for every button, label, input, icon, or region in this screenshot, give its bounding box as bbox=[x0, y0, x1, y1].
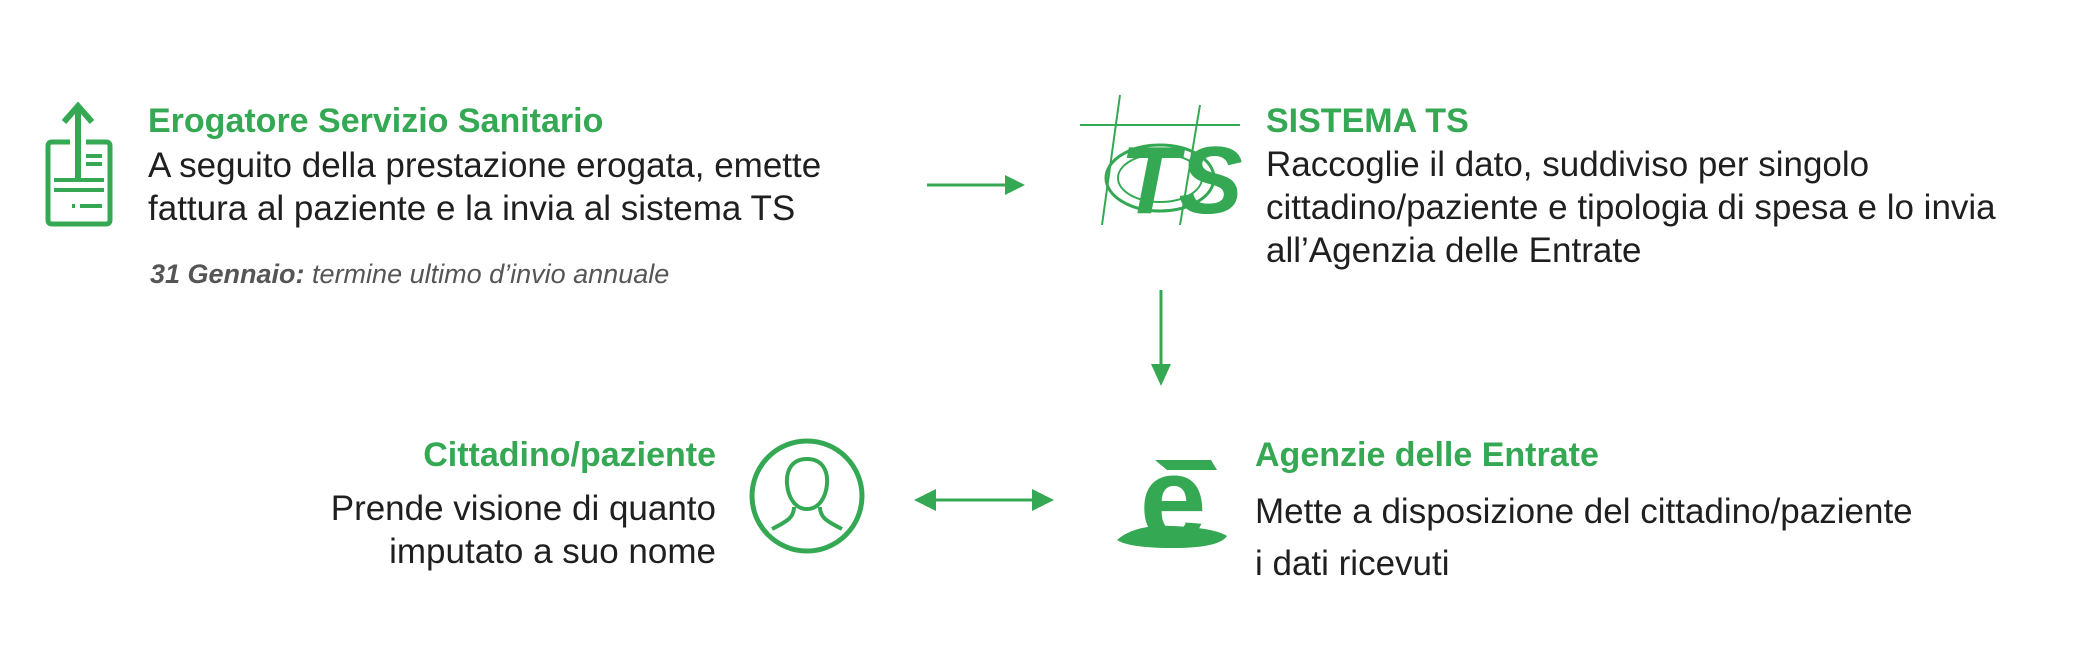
arrow-right-erogatore-to-ts bbox=[927, 175, 1025, 195]
erogatore-line-1: A seguito della prestazione erogata, eme… bbox=[148, 146, 822, 185]
sistema-ts-line-3: all’Agenzia delle Entrate bbox=[1266, 231, 1642, 270]
cittadino-description: Prende visione di quanto imputato a suo … bbox=[331, 487, 716, 573]
erogatore-line-2: fattura al paziente e la invia al sistem… bbox=[148, 189, 796, 228]
agenzia-entrate-logo: e bbox=[1117, 432, 1227, 566]
sistema-ts-logo: TS bbox=[1080, 94, 1243, 234]
deadline-text: termine ultimo d’invio annuale bbox=[304, 259, 670, 289]
document-upload-icon bbox=[45, 101, 113, 227]
arrow-both-cittadino-agenzia bbox=[914, 489, 1054, 511]
deadline-date: 31 Gennaio: bbox=[150, 259, 305, 289]
deadline-note: 31 Gennaio: termine ultimo d’invio annua… bbox=[150, 259, 669, 290]
agenzia-line-1: Mette a disposizione del cittadino/pazie… bbox=[1255, 492, 1913, 531]
cittadino-line-1: Prende visione di quanto bbox=[330, 489, 716, 528]
sistema-ts-line-2: cittadino/paziente e tipologia di spesa … bbox=[1266, 188, 1996, 227]
agenzia-title: Agenzie delle Entrate bbox=[1255, 436, 1599, 474]
sistema-ts-line-1: Raccoglie il dato, suddiviso per singolo bbox=[1266, 145, 1870, 184]
erogatore-description: A seguito della prestazione erogata, eme… bbox=[148, 144, 821, 230]
cittadino-title: Cittadino/paziente bbox=[423, 436, 716, 474]
sistema-ts-title: SISTEMA TS bbox=[1266, 102, 1469, 140]
sistema-ts-description: Raccoglie il dato, suddiviso per singolo… bbox=[1266, 143, 1996, 272]
erogatore-node bbox=[40, 100, 120, 230]
erogatore-title: Erogatore Servizio Sanitario bbox=[148, 102, 604, 140]
arrow-down-ts-to-agenzia bbox=[1151, 290, 1171, 386]
agenzia-description: Mette a disposizione del cittadino/pazie… bbox=[1255, 486, 1913, 590]
svg-text:TS: TS bbox=[1120, 127, 1243, 234]
cittadino-line-2: imputato a suo nome bbox=[389, 532, 716, 571]
agenzia-line-2: i dati ricevuti bbox=[1255, 544, 1450, 583]
person-avatar-icon bbox=[749, 438, 865, 554]
